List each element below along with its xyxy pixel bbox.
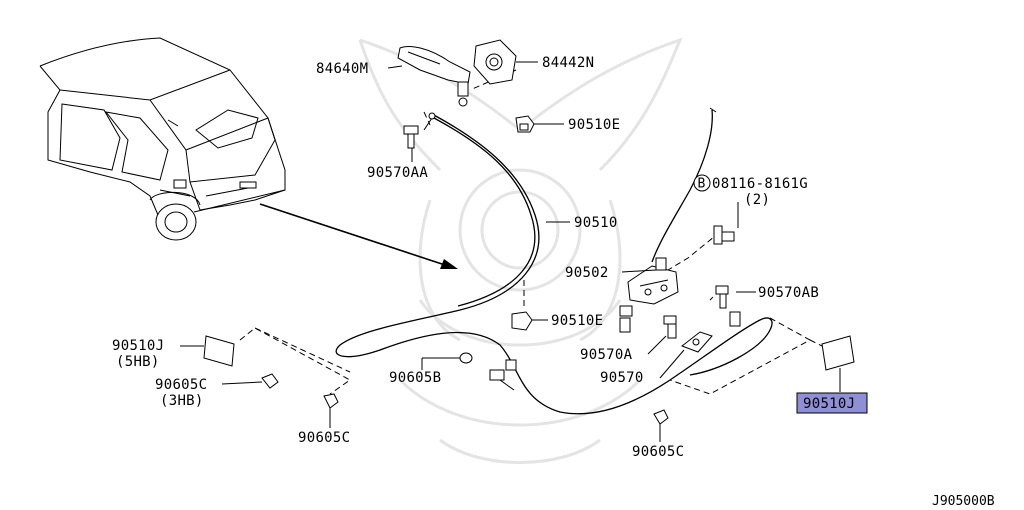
- label-90605C-bottom-right[interactable]: 90605C: [632, 444, 684, 460]
- label-90510J-right[interactable]: 90510J: [803, 396, 855, 412]
- label-90570AA[interactable]: 90570AA: [367, 165, 428, 181]
- bolt-callout[interactable]: B 08116-8161G (2): [693, 174, 808, 208]
- part-90510E-top-clip[interactable]: [515, 115, 535, 133]
- part-90510E-mid-clip[interactable]: [511, 311, 533, 331]
- part-90510J-right-cap[interactable]: [821, 335, 855, 371]
- part-90510J-left-cap[interactable]: [203, 335, 235, 367]
- label-3HB: (3HB): [160, 393, 204, 409]
- pointer-arrow: [259, 203, 458, 269]
- part-90605C-bottom-right-clip[interactable]: [653, 409, 669, 425]
- part-84640M-handle[interactable]: [397, 46, 471, 107]
- label-90510E-mid[interactable]: 90510E: [551, 313, 603, 329]
- label-08116-8161G[interactable]: 08116-8161G: [712, 176, 808, 192]
- label-90510[interactable]: 90510: [574, 215, 618, 231]
- label-84640M[interactable]: 84640M: [316, 61, 368, 77]
- label-bolt-qty: (2): [744, 192, 770, 208]
- vehicle-illustration: [39, 37, 286, 241]
- label-90570AB[interactable]: 90570AB: [758, 285, 819, 301]
- part-90570-striker[interactable]: [680, 331, 713, 353]
- part-90570AA-bolt[interactable]: [403, 112, 436, 149]
- part-90570A-bolt[interactable]: [663, 315, 677, 339]
- label-leaders: [180, 61, 841, 442]
- part-84442N-bracket[interactable]: [473, 39, 517, 85]
- part-90605C-bottom-left-clip[interactable]: [323, 393, 339, 409]
- label-90502[interactable]: 90502: [565, 265, 609, 281]
- label-90605B[interactable]: 90605B: [389, 370, 441, 386]
- label-90605C-bottom-left[interactable]: 90605C: [298, 430, 350, 446]
- part-90605B-clip[interactable]: [459, 352, 517, 391]
- bolt-circle-letter: B: [698, 177, 706, 192]
- watermark-emblem: [358, 37, 683, 464]
- part-90605C-left-clip[interactable]: [261, 373, 279, 389]
- part-90502-latch[interactable]: [619, 257, 679, 333]
- label-90570A[interactable]: 90570A: [580, 347, 633, 363]
- label-90605C-left[interactable]: 90605C: [155, 377, 207, 393]
- highlighted-part-90510J[interactable]: 90510J: [796, 392, 868, 414]
- part-bolt-08116[interactable]: [713, 225, 735, 245]
- label-90570[interactable]: 90570: [600, 370, 644, 386]
- label-5HB: (5HB): [116, 354, 160, 370]
- part-90570AB-bolt[interactable]: [715, 285, 741, 327]
- label-90510J-left[interactable]: 90510J: [112, 338, 164, 354]
- label-90510E-top[interactable]: 90510E: [568, 117, 620, 133]
- release-rod: [651, 107, 717, 263]
- label-84442N[interactable]: 84442N: [542, 55, 594, 71]
- highlight-box: [796, 392, 868, 414]
- main-cable: [335, 113, 773, 415]
- diagram-code: J905000B: [932, 494, 995, 509]
